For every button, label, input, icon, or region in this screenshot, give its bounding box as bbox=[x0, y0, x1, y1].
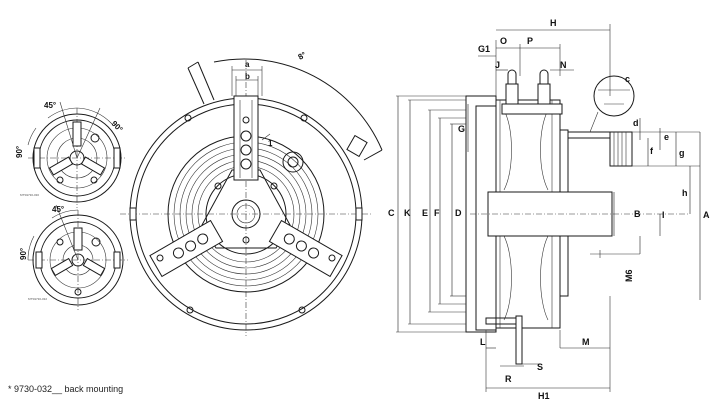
angle-label: 8° bbox=[297, 50, 308, 62]
dim-label-B: B bbox=[634, 209, 641, 219]
dim-label-C: C bbox=[388, 208, 395, 218]
dim-label-E: E bbox=[422, 208, 428, 218]
dim-label-e: e bbox=[664, 132, 669, 142]
dim-label-G: G bbox=[458, 124, 465, 134]
dim-label-b: b bbox=[245, 72, 250, 81]
dim-label-H1: H1 bbox=[538, 391, 550, 401]
angle-label: 45° bbox=[52, 205, 64, 214]
side-view bbox=[396, 24, 701, 392]
dim-label-H: H bbox=[550, 18, 557, 28]
dim-label-g: g bbox=[679, 148, 685, 158]
dim-label-M6: M6 bbox=[624, 269, 634, 282]
dim-label-O: O bbox=[500, 36, 507, 46]
dim-label-F: F bbox=[434, 208, 440, 218]
dim-label-G1: G1 bbox=[478, 44, 490, 54]
dim-label-J: J bbox=[495, 60, 500, 70]
dim-label-P: P bbox=[527, 36, 533, 46]
dim-label-K: K bbox=[404, 208, 411, 218]
angle-label: 90° bbox=[15, 146, 24, 158]
svg-text:MTS9730-032: MTS9730-032 bbox=[28, 297, 47, 301]
dim-label-L: L bbox=[480, 337, 486, 347]
dim-label-R: R bbox=[505, 374, 512, 384]
dim-label-a: a bbox=[245, 60, 250, 69]
dim-label-M: M bbox=[582, 337, 590, 347]
angle-label: 45° bbox=[44, 101, 56, 110]
dim-label-D: D bbox=[455, 208, 462, 218]
dim-label-I: I bbox=[662, 210, 665, 220]
part-number-1: 1 bbox=[268, 139, 273, 148]
dim-label-S: S bbox=[537, 362, 543, 372]
angle-label: 90° bbox=[19, 248, 28, 260]
front-view bbox=[120, 58, 383, 336]
dim-label-f: f bbox=[650, 146, 654, 156]
small-view-bottom: MTS9730-032 bbox=[27, 204, 128, 310]
dim-label-N: N bbox=[560, 60, 567, 70]
dim-label-d: d bbox=[633, 118, 639, 128]
dim-label-A: A bbox=[703, 210, 710, 220]
dim-label-h: h bbox=[682, 188, 688, 198]
svg-text:MTS9730-030: MTS9730-030 bbox=[20, 193, 39, 197]
dim-label-c: c bbox=[625, 74, 630, 84]
small-view-top: MTS9730-030 bbox=[20, 101, 126, 208]
footnote: * 9730-032__ back mounting bbox=[8, 384, 124, 394]
